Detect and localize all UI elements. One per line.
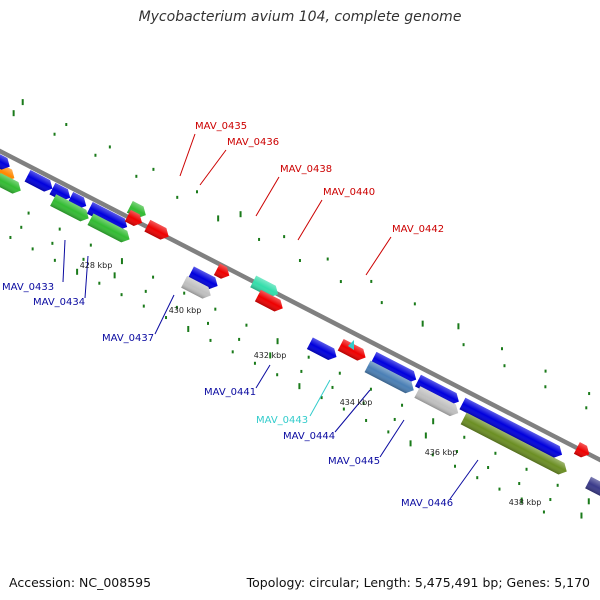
leader-line (334, 389, 371, 433)
gene-label: MAV_0436 (227, 137, 279, 148)
gene-0433-shade (50, 194, 89, 222)
gene-blue-0432b-shade (49, 182, 71, 201)
gene-0445-blue-shade (459, 397, 563, 458)
gene-blue-0432a (24, 170, 53, 192)
gene-0441 (306, 337, 337, 361)
gene-blue-0432d-shade (86, 202, 128, 231)
gene-label: MAV_0446 (401, 498, 453, 509)
scale-label: 434 kbp (340, 398, 373, 407)
scale-labels: 428 kbp 430 kbp 432 kbp 434 kbp 436 kbp 438 k… (80, 261, 542, 507)
gene-0440-shade (254, 289, 283, 312)
accession-text: Accession: NC_008595 (9, 575, 152, 590)
gene-red-right (573, 442, 590, 458)
leader-line (154, 294, 175, 335)
gene-green-left (0, 172, 21, 194)
gene-0444 (414, 386, 459, 417)
leader-line (255, 176, 280, 217)
gene-0438 (213, 263, 230, 279)
gene-0437-shade (181, 276, 211, 299)
gene-green-left-shade (0, 172, 21, 194)
gene-0433 (50, 194, 89, 222)
gene-0444b (415, 374, 459, 405)
label-leader-lines (62, 133, 479, 500)
scale-label: 438 kbp (509, 498, 542, 507)
gene-blue-0432b (49, 182, 71, 201)
leader-line (199, 149, 227, 186)
genome-summary-text: Topology: circular; Length: 5,475,491 bp… (246, 575, 590, 590)
gene-0445-shade (460, 412, 567, 475)
leader-line (84, 255, 89, 299)
gene-blue-left-shade (0, 148, 10, 170)
gene-red-right-shade (573, 442, 590, 458)
gene-0440 (254, 289, 283, 312)
gene-label: MAV_0435 (195, 121, 247, 132)
gene-blue-0432d (86, 202, 128, 231)
gene-label: MAV_0440 (323, 187, 375, 198)
gene-0437-blue-shade (187, 266, 218, 290)
gene-label: MAV_0443 (256, 415, 308, 426)
gene-0436a-shade (124, 209, 143, 226)
gene-0444b-shade (415, 374, 459, 405)
gene-0441-shade (306, 337, 337, 361)
gene-0444-blue (370, 351, 417, 383)
gene-label: MAV_0444 (283, 431, 335, 442)
gene-0446 (585, 476, 600, 504)
gene-0443-marker (348, 340, 354, 350)
gene-0440-teal-shade (250, 275, 279, 298)
gene-0442 (337, 338, 366, 361)
scale-label: 430 kbp (169, 306, 202, 315)
gene-0444-shade (414, 386, 459, 417)
gene-0434-shade (87, 213, 130, 243)
scale-label: 432 kbp (254, 351, 287, 360)
gene-orange-left (0, 160, 15, 182)
gene-features (0, 148, 600, 504)
scale-label: 436 kbp (425, 448, 458, 457)
gene-0434 (87, 213, 130, 243)
gene-blue-0432a-shade (24, 170, 53, 192)
gene-label: MAV_0437 (102, 333, 154, 344)
gene-label: MAV_0433 (2, 282, 54, 293)
leader-line (379, 419, 405, 458)
leader-line (179, 133, 196, 177)
leader-line (297, 199, 323, 241)
gene-0443-shade (364, 360, 414, 394)
gene-0444-blue-shade (370, 351, 417, 383)
gene-label: MAV_0442 (392, 224, 444, 235)
leader-line (62, 239, 66, 283)
gene-label: MAV_0434 (33, 297, 85, 308)
gene-0443 (364, 360, 414, 394)
gene-0446-shade (585, 476, 600, 504)
map-title: Mycobacterium avium 104, complete genome (138, 9, 462, 25)
gene-0438-shade (213, 263, 230, 279)
gene-blue-left (0, 148, 10, 170)
gene-label: MAV_0445 (328, 456, 380, 467)
gene-orange-left-shade (0, 160, 15, 182)
gene-0436a (124, 209, 143, 226)
gene-0437 (181, 276, 211, 299)
genome-backbone (0, 148, 600, 463)
gene-0442-shade (337, 338, 366, 361)
gene-0445-blue (459, 397, 563, 458)
gene-0445 (460, 412, 567, 475)
leader-line (365, 236, 392, 276)
gene-0436b (144, 219, 169, 240)
leader-line (255, 364, 271, 389)
gene-label: MAV_0441 (204, 387, 256, 398)
leader-line (309, 379, 331, 417)
gene-0437-blue (187, 266, 218, 290)
gene-label: MAV_0438 (280, 164, 332, 175)
leader-line (449, 459, 479, 500)
tick-marks (9, 99, 591, 519)
gene-0440-teal (250, 275, 279, 298)
scale-label: 428 kbp (80, 261, 113, 270)
gene-0436b-shade (144, 219, 169, 240)
